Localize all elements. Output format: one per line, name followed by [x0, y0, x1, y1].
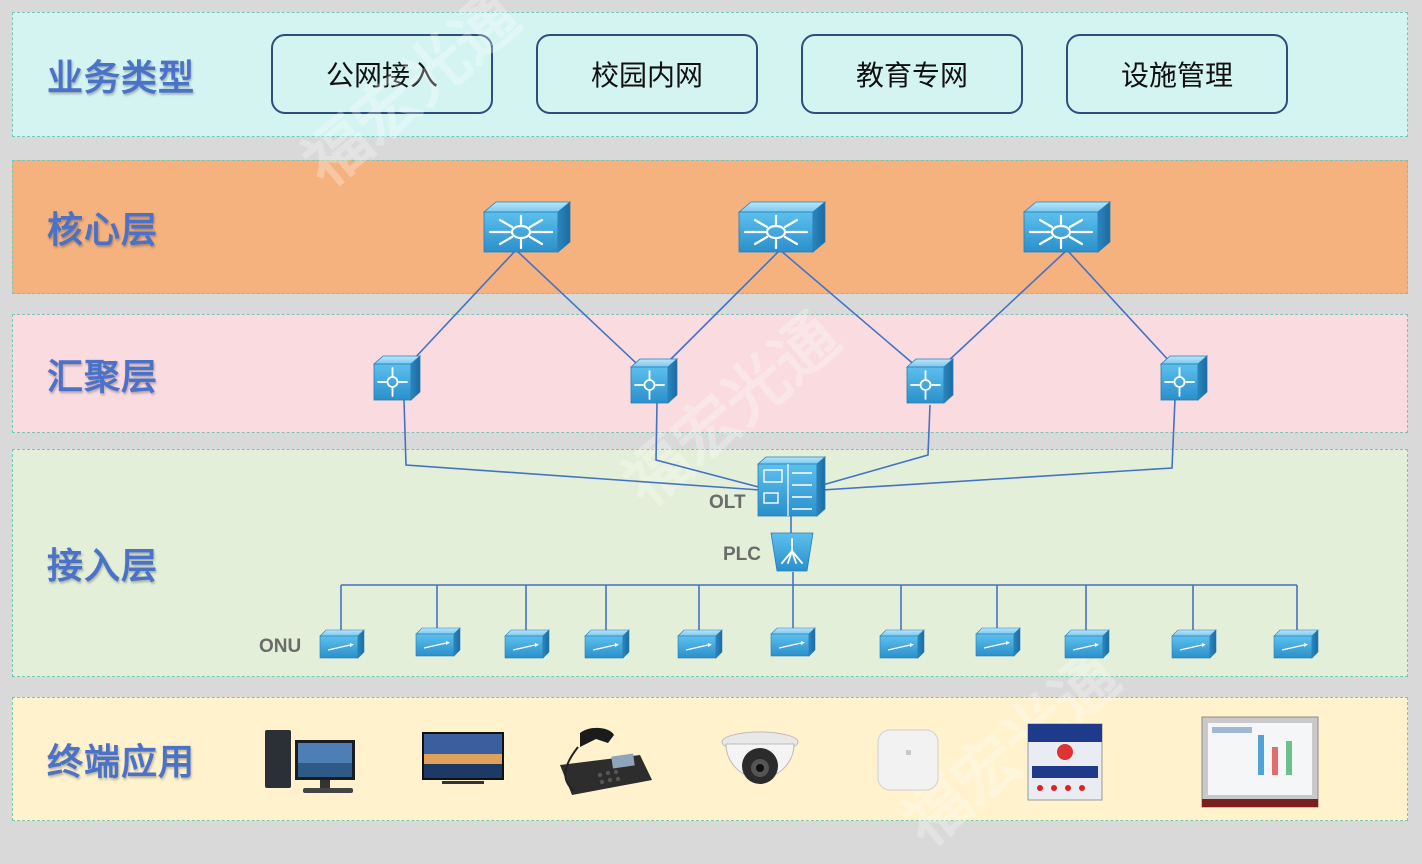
link-line [811, 404, 931, 489]
aggregation-switch-icon [906, 358, 954, 404]
onu-device-icon [975, 627, 1021, 657]
wireless-ap-icon [877, 729, 939, 791]
link-line [403, 399, 761, 491]
link-line [655, 402, 771, 491]
service-education-network-button[interactable]: 教育专网 [801, 34, 1023, 114]
onu-device-icon [1064, 629, 1110, 659]
access-layer-title: 接入层 [47, 546, 159, 587]
olt-device-icon [756, 456, 827, 517]
aggregation-switch-icon [630, 358, 678, 404]
ip-phone-icon [560, 727, 652, 795]
aggregation-layer-title: 汇聚层 [47, 356, 159, 398]
core-layer-band: 核心层 [12, 160, 1408, 294]
link-line [651, 249, 781, 379]
service-layer-title: 业务类型 [47, 57, 196, 99]
service-public-access-button[interactable]: 公网接入 [271, 34, 493, 114]
link-line [397, 249, 517, 377]
terminal-layer-title: 终端应用 [47, 742, 196, 783]
aggregation-switch-icon [373, 355, 421, 401]
core-switch-icon [737, 200, 827, 254]
plc-label: PLC [723, 544, 761, 565]
service-facility-management-button[interactable]: 设施管理 [1066, 34, 1288, 114]
link-line [929, 249, 1068, 379]
onu-device-icon [1273, 629, 1319, 659]
onu-device-icon [677, 629, 723, 659]
link-line [515, 249, 653, 379]
television-icon [422, 732, 504, 784]
onu-device-icon [770, 627, 816, 657]
link-line [821, 398, 1176, 491]
core-switch-icon [482, 200, 572, 254]
onu-device-icon [1171, 629, 1217, 659]
dome-camera-icon [721, 731, 799, 784]
alarm-panel-icon [1027, 723, 1103, 801]
desktop-computer-icon [265, 730, 355, 793]
network-topology [265, 200, 1319, 808]
onu-device-icon [504, 629, 550, 659]
core-switch-icon [1022, 200, 1112, 254]
terminal-layer-band: 终端应用 [12, 697, 1408, 821]
link-line [779, 249, 931, 379]
link-line [1066, 249, 1184, 377]
onu-device-icon [584, 629, 630, 659]
onu-device-icon [319, 629, 365, 659]
olt-label: OLT [709, 492, 746, 513]
onu-device-icon [879, 629, 925, 659]
service-campus-intranet-button[interactable]: 校园内网 [536, 34, 758, 114]
onu-device-icon [415, 627, 461, 657]
core-layer-title: 核心层 [47, 210, 159, 251]
aggregation-switch-icon [1160, 355, 1208, 401]
plc-splitter-icon [770, 532, 814, 572]
smart-board-icon [1201, 716, 1319, 808]
onu-label: ONU [259, 636, 302, 657]
aggregation-layer-band: 汇聚层 [12, 314, 1408, 433]
